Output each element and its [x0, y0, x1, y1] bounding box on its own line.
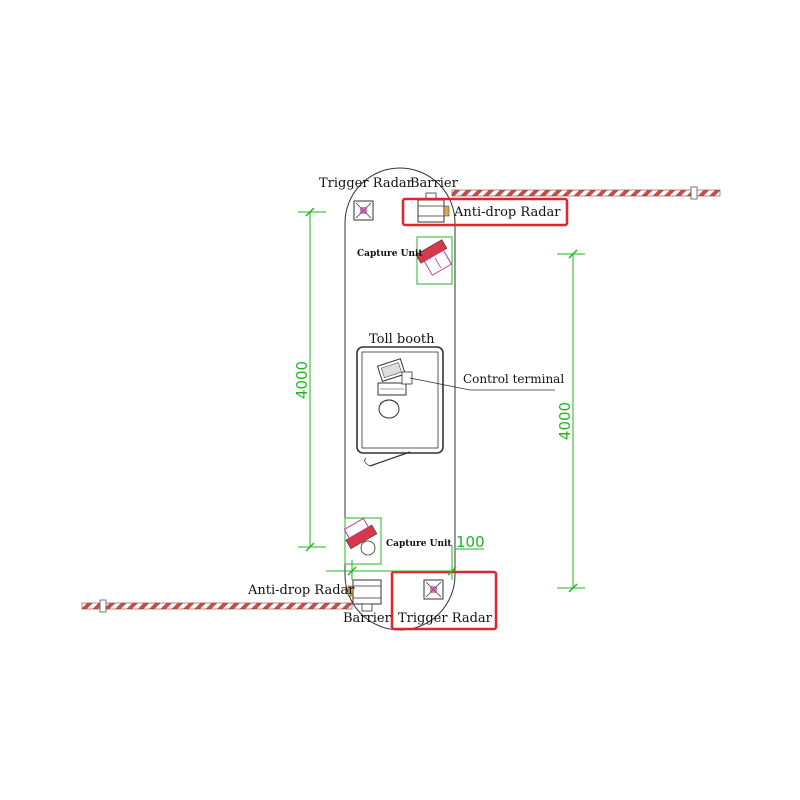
capture-unit-top-icon [415, 236, 453, 285]
chair-icon [378, 399, 400, 419]
control-terminal-icon [376, 358, 413, 396]
trigger-radar-bottom-highlight [390, 570, 498, 631]
capture-unit-bottom-icon [343, 517, 382, 565]
dimension-offset-value: 100 [456, 533, 485, 551]
dimension-left [298, 207, 326, 552]
trigger-radar-top-icon [353, 200, 374, 221]
toll-booth-label: Toll booth [369, 332, 435, 347]
anti-drop-radar-bottom-label: Anti-drop Radar [247, 583, 355, 598]
barrier-unit-bottom-icon [347, 579, 382, 612]
anti-drop-radar-top-highlight [401, 197, 569, 227]
anti-drop-radar-top-label: Anti-drop Radar [453, 205, 561, 220]
control-terminal-leader [409, 377, 471, 391]
barrier-unit-top-icon [417, 192, 450, 223]
trigger-radar-top-label: Trigger Radar [319, 176, 414, 191]
capture-unit-bottom-label: Capture Unit [386, 539, 452, 549]
trigger-radar-bottom-icon [423, 579, 444, 600]
dimension-left-value: 4000 [293, 361, 311, 399]
barrier-bottom-label: Barrier [343, 611, 392, 626]
dimension-offset [326, 545, 484, 580]
barrier-top-label: Barrier [410, 176, 459, 191]
barrier-arm-bottom [81, 599, 353, 613]
barrier-arm-top [451, 186, 721, 200]
dimension-right-value: 4000 [556, 402, 574, 440]
control-terminal-label: Control terminal [463, 372, 564, 386]
trigger-radar-bottom-label: Trigger Radar [398, 611, 493, 626]
toll-booth-structure [356, 346, 444, 467]
capture-unit-top-label: Capture Unit [357, 249, 423, 259]
dimension-right [557, 249, 585, 593]
